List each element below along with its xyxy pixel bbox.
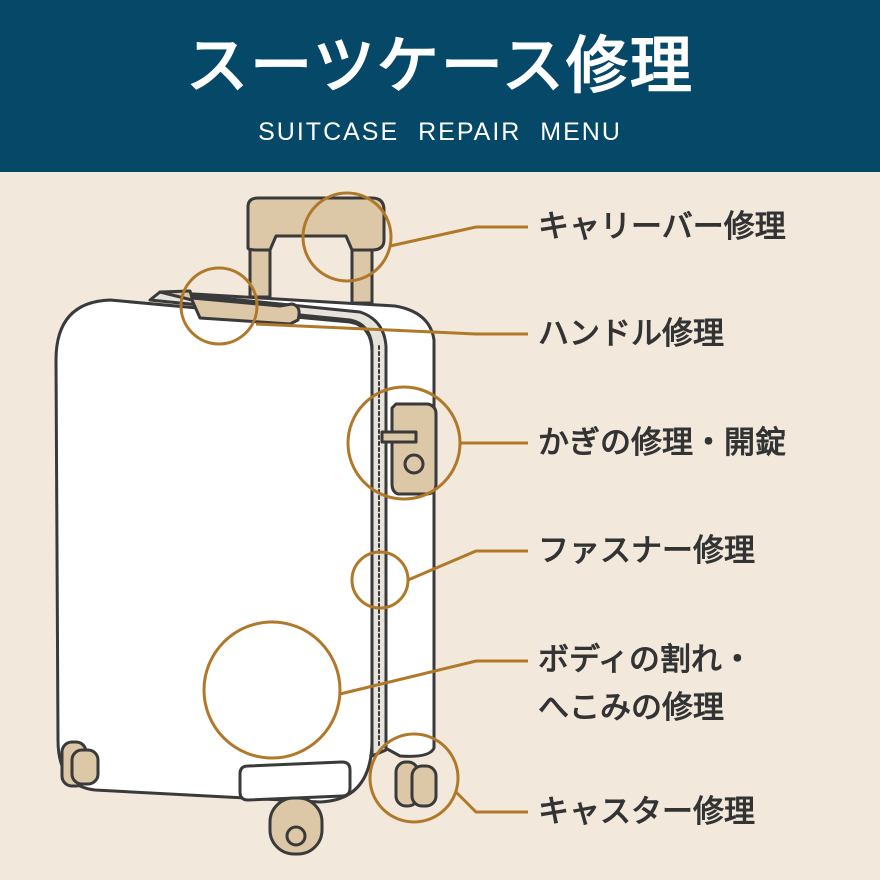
page-title: スーツケース修理 (186, 29, 694, 102)
menu-label-zipper: ファスナー修理 (538, 533, 755, 569)
menu-label-caster: キャスター修理 (538, 794, 755, 830)
bottom-handle (238, 760, 352, 802)
lock-illustration (380, 402, 438, 496)
menu-label-body: ボディの割れ・ へこみの修理 (538, 636, 753, 732)
callouts (179, 191, 528, 824)
callout-circle-caster (368, 732, 460, 824)
suitcase-back-shell (158, 290, 436, 758)
callout-line-carry-bar (389, 225, 528, 248)
callout-line-body (339, 659, 528, 696)
header-banner: スーツケース修理 SUITCASE REPAIR MENU (0, 0, 880, 172)
menu-label-body-line1: ボディの割れ・ (538, 642, 753, 678)
suitcase-front-shell (54, 298, 374, 804)
menu-label-body-line2: へこみの修理 (538, 690, 724, 726)
callout-circle-handle (179, 266, 259, 346)
handle-illustration (158, 289, 301, 326)
callout-line-handle (255, 322, 528, 336)
menu-label-handle: ハンドル修理 (538, 316, 724, 352)
carry-bar-illustration (246, 196, 386, 305)
menu-label-lock: かぎの修理・開錠 (538, 425, 786, 461)
caster-illustration (60, 740, 438, 856)
callout-line-zipper (407, 549, 528, 582)
callout-circle-body (202, 620, 342, 760)
menu-label-carry-bar: キャリーバー修理 (538, 209, 786, 245)
callout-line-caster (454, 790, 528, 814)
page-subtitle: SUITCASE REPAIR MENU (258, 118, 622, 146)
callout-circle-carry-bar (301, 191, 393, 283)
